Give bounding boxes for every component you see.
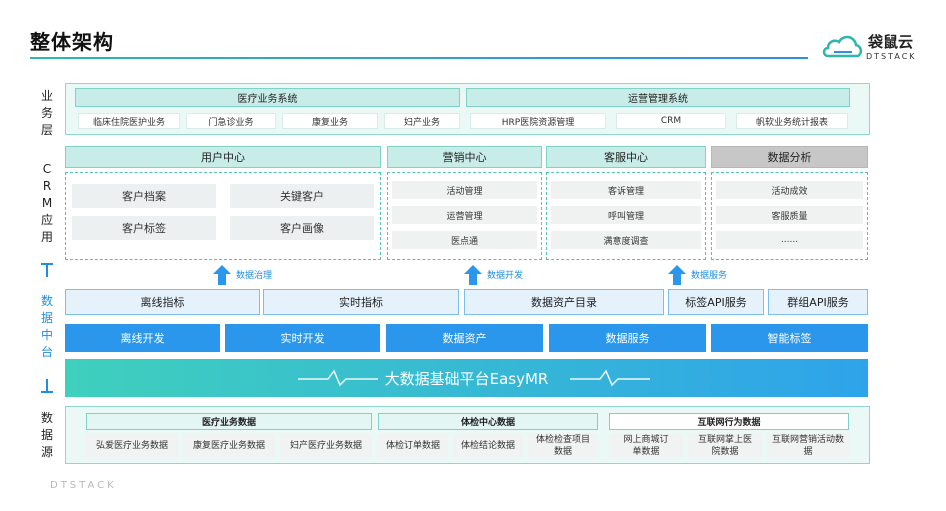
ds-item: 互联网掌上医院数据 [688,434,762,458]
service-item: 客诉管理 [551,181,701,199]
arrow-label: 数据治理 [236,271,273,281]
analysis-item: 客服质量 [716,206,863,224]
up-arrow-icon [463,264,483,286]
ds-item: 体检检查项目数据 [528,434,598,458]
service-item: 呼叫管理 [551,206,701,224]
ds-item: 网上商城订单数据 [609,434,683,458]
user-center-header: 用户中心 [65,146,381,168]
service-item: 满意度调查 [551,231,701,249]
logo-sub: DTSTACK [866,52,917,61]
side-label-business: 业务层 [40,89,53,137]
logo-name: 袋鼠云 [868,33,914,51]
ds-item: 康复医疗业务数据 [183,434,275,458]
marketing-center-panel [387,172,542,260]
hub-smart-tag: 智能标签 [711,324,868,352]
business-item: 妇产业务 [384,113,460,129]
platform-title: 大数据基础平台EasyMR [384,369,549,388]
marketing-item: 运营管理 [392,206,537,224]
marketing-item: 医点通 [392,231,537,249]
side-label-datasource: 数据源 [40,411,53,459]
marketing-center-header: 营销中心 [387,146,542,168]
marketing-item: 活动管理 [392,181,537,199]
ds-item: 体检结论数据 [453,434,523,458]
analysis-item: 活动成效 [716,181,863,199]
hub-realtime-metrics: 实时指标 [263,289,459,315]
ds-checkup-header: 体检中心数据 [378,413,598,430]
user-center-panel [65,172,381,260]
page-title: 整体架构 [30,30,114,54]
data-analysis-header: 数据分析 [711,146,868,168]
user-center-item: 关键客户 [230,184,374,208]
pulse-line-icon [298,368,378,388]
ds-item: 体检订单数据 [378,434,448,458]
arrow-label: 数据开发 [487,271,524,281]
business-item: 临床住院医护业务 [78,113,180,129]
ds-internet-header: 互联网行为数据 [609,413,849,430]
hub-tag-api: 标签API服务 [668,289,764,315]
business-item: 康复业务 [282,113,378,129]
cloud-logo-icon [822,34,864,60]
pulse-line-icon [570,368,650,388]
bracket-top-icon [39,262,55,278]
arrow-label: 数据服务 [691,271,728,281]
title-underline [30,57,808,59]
up-arrow-icon [667,264,687,286]
hub-asset-catalog: 数据资产目录 [464,289,664,315]
platform-banner: 大数据基础平台EasyMR [65,359,868,397]
hub-offline-metrics: 离线指标 [65,289,260,315]
hub-realtime-dev: 实时开发 [225,324,380,352]
medical-system-header: 医疗业务系统 [75,88,460,107]
footer-brand: DTSTACK [50,480,117,491]
business-item: HRP医院资源管理 [470,113,606,129]
business-item: 门急诊业务 [186,113,276,129]
ds-item: 弘爱医疗业务数据 [86,434,178,458]
user-center-item: 客户档案 [72,184,216,208]
ops-system-header: 运营管理系统 [466,88,850,107]
service-center-header: 客服中心 [546,146,706,168]
data-analysis-panel [711,172,868,260]
hub-data-asset: 数据资产 [386,324,543,352]
hub-group-api: 群组API服务 [768,289,868,315]
service-center-panel [546,172,706,260]
bracket-bottom-icon [39,378,55,394]
user-center-item: 客户画像 [230,216,374,240]
side-label-datahub: 数据中台 [40,294,53,359]
analysis-item: ...... [716,231,863,249]
ds-medical-header: 医疗业务数据 [86,413,372,430]
user-center-item: 客户标签 [72,216,216,240]
hub-data-service: 数据服务 [549,324,706,352]
up-arrow-icon [212,264,232,286]
ds-item: 妇产医疗业务数据 [280,434,372,458]
hub-offline-dev: 离线开发 [65,324,220,352]
business-item: 帆软业务统计报表 [736,113,848,129]
ds-item: 互联网营销活动数据 [767,434,849,458]
business-item: CRM [616,113,726,129]
